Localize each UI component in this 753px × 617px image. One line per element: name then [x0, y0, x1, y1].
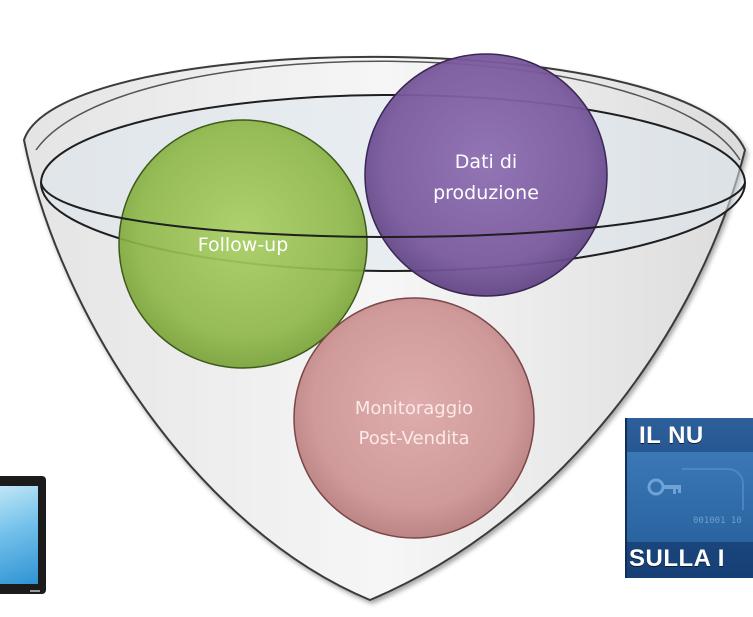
circle-monitoraggio-label-line2: Post-Vendita — [358, 428, 469, 449]
monitor-brand-mark — [30, 590, 40, 592]
circle-monitoraggio: Monitoraggio Post-Vendita — [293, 297, 535, 539]
circle-follow-up-label: Follow-up — [198, 234, 289, 256]
funnel-inner-lip — [35, 60, 741, 161]
banner-image: 001001 10 IL NU SULLA I — [625, 418, 753, 578]
circuit-icon — [682, 468, 744, 510]
circle-monitoraggio-label-line1: Monitoraggio — [355, 398, 473, 419]
monitor-image — [0, 470, 52, 612]
circle-follow-up: Follow-up — [118, 119, 368, 369]
monitor-screen — [0, 486, 38, 584]
circle-dati-label-line1: Dati di — [455, 151, 517, 173]
banner-digits: 001001 10 — [693, 516, 742, 526]
key-icon — [647, 478, 681, 496]
circle-dati-label-line2: produzione — [433, 182, 539, 204]
funnel-rim-front-edge — [40, 182, 746, 238]
circle-dati-di-produzione: Dati di produzione — [364, 53, 608, 297]
banner-title-line1: IL NU — [639, 422, 704, 449]
banner-title-line2: SULLA I — [629, 545, 725, 572]
